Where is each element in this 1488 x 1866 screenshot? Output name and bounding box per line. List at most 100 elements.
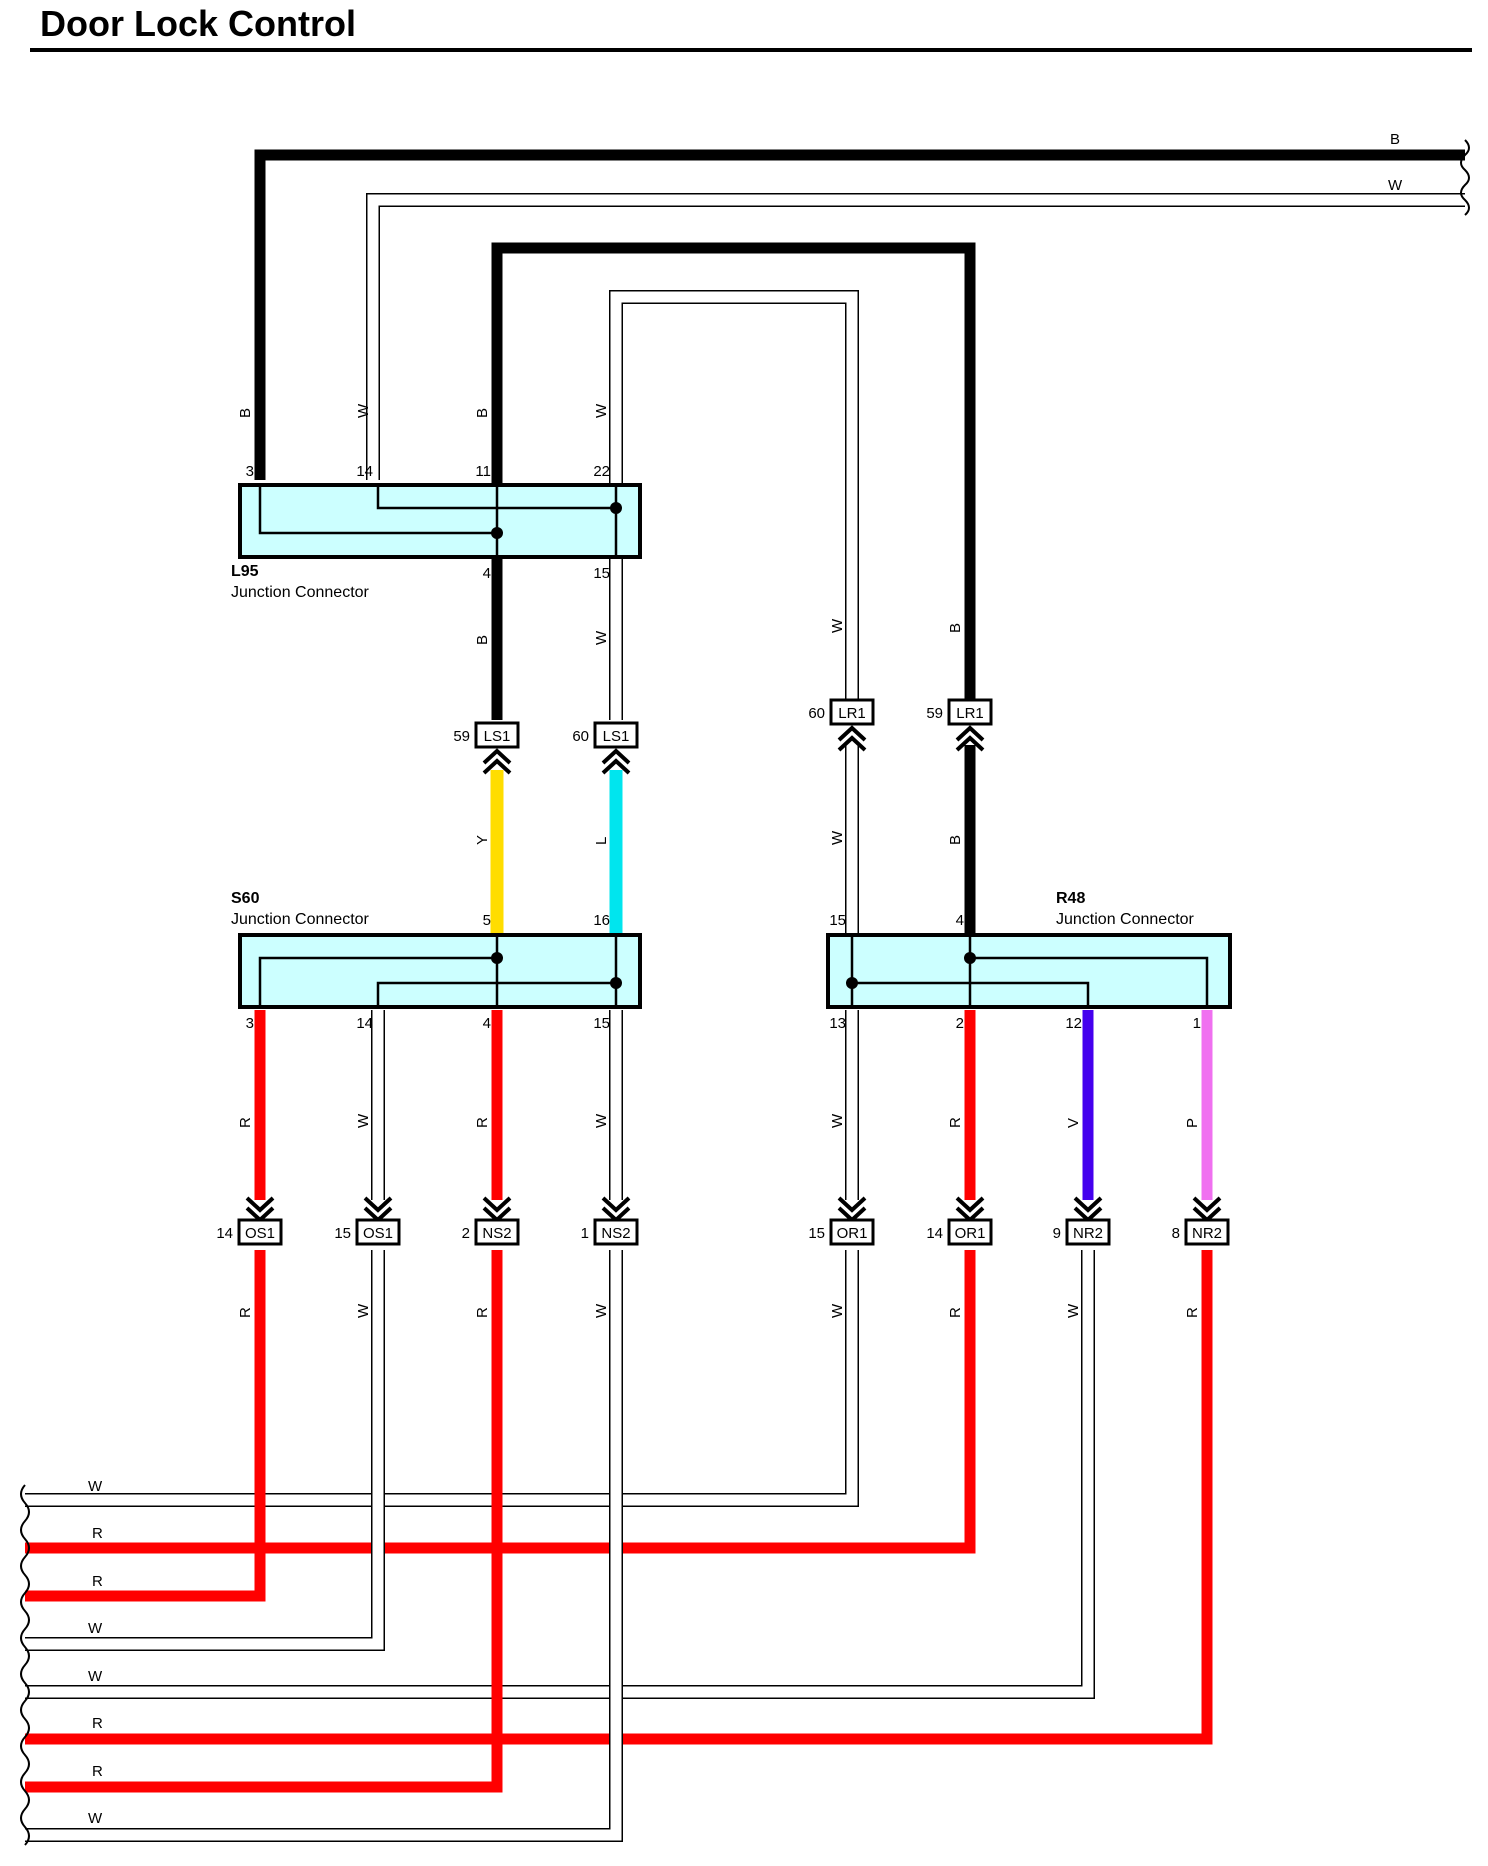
wire-label-v: B [947, 623, 964, 633]
wire-w-bottom-4 [25, 1250, 385, 1651]
s60-pin-3: 3 [246, 1015, 254, 1032]
r48-pin-4: 4 [956, 912, 964, 929]
wire-w-top-main [366, 193, 1465, 480]
left-break-mark [20, 1484, 30, 1846]
wire-label-v: B [474, 635, 491, 645]
wire-w-bottom-5 [25, 1250, 1095, 1699]
left-wire-label: R [92, 1715, 103, 1732]
r48-pin-1: 1 [1193, 1015, 1201, 1032]
inline-code: NR2 [1192, 1225, 1222, 1242]
inline-pin: 9 [1053, 1225, 1061, 1242]
wire-label-v: W [1065, 1303, 1082, 1318]
inline-connector-ns2-2: NS2 2 [462, 1196, 520, 1246]
wire-b-loop [491, 242, 976, 700]
wire-r-bottom-7 [25, 1250, 503, 1793]
inline-connector-nr2-9: NR2 9 [1053, 1196, 1111, 1246]
s60-pin-14: 14 [356, 1015, 373, 1032]
wire-r-bottom-6 [25, 1250, 1213, 1745]
inline-code: NS2 [482, 1225, 511, 1242]
s60-pin-16: 16 [593, 912, 610, 929]
r48-desc: Junction Connector [1056, 911, 1195, 928]
inline-pin: 60 [572, 728, 589, 745]
inline-code: OS1 [363, 1225, 393, 1242]
inline-connector-nr2-8: NR2 8 [1172, 1196, 1230, 1246]
left-wire-label: R [92, 1525, 103, 1542]
r48-pin-12: 12 [1065, 1015, 1082, 1032]
inline-pin: 2 [462, 1225, 470, 1242]
l95-pin-15: 15 [593, 565, 610, 582]
s60-pin-15: 15 [593, 1015, 610, 1032]
inline-pin: 15 [334, 1225, 351, 1242]
wire-label-v: R [237, 1117, 254, 1128]
inline-code: LS1 [484, 728, 511, 745]
inline-pin: 60 [808, 705, 825, 722]
inline-code: NR2 [1073, 1225, 1103, 1242]
wire-label-v: W [593, 1113, 610, 1128]
wire-label-v: R [474, 1117, 491, 1128]
inline-connector-ls1-59: LS1 59 [453, 721, 520, 775]
wire-label-v: W [593, 1303, 610, 1318]
r48-pin-15: 15 [829, 912, 846, 929]
s60-pin-5: 5 [483, 912, 491, 929]
connector-l95 [238, 483, 642, 559]
l95-pin-22: 22 [593, 463, 610, 480]
left-wire-label: W [88, 1478, 103, 1495]
wire-label-v: R [947, 1307, 964, 1318]
wire-label-v: B [237, 408, 254, 418]
wire-r-bottom-3 [25, 1250, 266, 1602]
inline-code: LR1 [838, 705, 866, 722]
wire-b-top-main [254, 149, 1465, 480]
r48-pin-2: 2 [956, 1015, 964, 1032]
s60-pin-4: 4 [483, 1015, 491, 1032]
wire-label-v: W [593, 403, 610, 418]
wire-w-loop [609, 290, 859, 700]
inline-pin: 1 [581, 1225, 589, 1242]
wire-label-v: R [237, 1307, 254, 1318]
inline-code: OR1 [837, 1225, 868, 1242]
inline-connector-os1-14: OS1 14 [216, 1196, 283, 1246]
inline-pin: 59 [926, 705, 943, 722]
inline-connector-ns2-1: NS2 1 [581, 1196, 639, 1246]
wire-label-v: W [829, 618, 846, 633]
wire-label-b-top: B [1390, 131, 1400, 148]
wire-label-v: W [355, 403, 372, 418]
l95-pin-3: 3 [246, 463, 254, 480]
wire-label-v: W [593, 630, 610, 645]
connector-s60 [238, 933, 642, 1009]
l95-desc: Junction Connector [231, 584, 370, 601]
left-wire-label: W [88, 1668, 103, 1685]
left-wire-label: R [92, 1763, 103, 1780]
inline-code: LS1 [603, 728, 630, 745]
inline-connector-lr1-59: LR1 59 [926, 698, 993, 752]
inline-pin: 8 [1172, 1225, 1180, 1242]
inline-connector-or1-14: OR1 14 [926, 1196, 993, 1246]
wire-label-v: B [947, 835, 964, 845]
wire-label-v: W [355, 1113, 372, 1128]
wire-r-bottom-2 [25, 1250, 976, 1554]
wire-label-w-top: W [1388, 177, 1403, 194]
wire-w-bottom-1 [25, 1250, 859, 1507]
inline-code: OS1 [245, 1225, 275, 1242]
inline-code: LR1 [956, 705, 984, 722]
wire-label-v: W [829, 1303, 846, 1318]
l95-name: L95 [231, 563, 259, 580]
wire-label-v: P [1184, 1118, 1201, 1128]
r48-name: R48 [1056, 890, 1085, 907]
inline-pin: 14 [216, 1225, 233, 1242]
s60-desc: Junction Connector [231, 911, 370, 928]
l95-pin-11: 11 [475, 463, 491, 480]
wire-label-v: B [474, 408, 491, 418]
page-title: Door Lock Control [40, 3, 356, 44]
s60-name: S60 [231, 890, 260, 907]
connector-r48 [826, 933, 1232, 1009]
wire-label-v: R [474, 1307, 491, 1318]
inline-connector-ls1-60: LS1 60 [572, 721, 639, 775]
wire-label-v: V [1065, 1118, 1082, 1128]
left-wire-label: W [88, 1620, 103, 1637]
r48-pin-13: 13 [829, 1015, 846, 1032]
wire-label-v: W [829, 830, 846, 845]
left-wire-label: W [88, 1810, 103, 1827]
left-wire-label: R [92, 1573, 103, 1590]
inline-connector-or1-15: OR1 15 [808, 1196, 875, 1246]
